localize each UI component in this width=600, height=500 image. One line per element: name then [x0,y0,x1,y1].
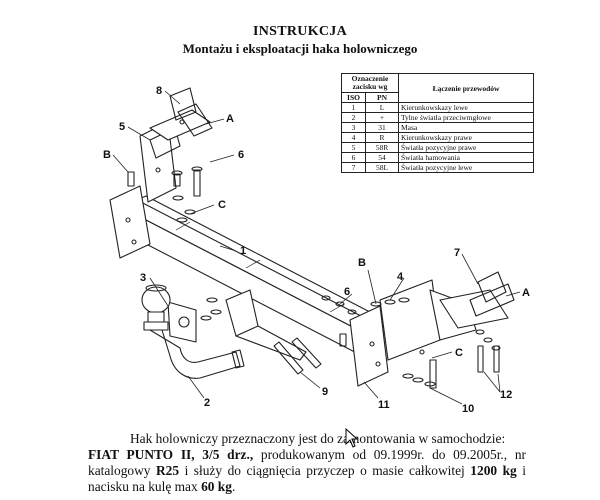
sentence-end: . [231,479,236,494]
catalog-number: R25 [156,463,180,478]
usage-text: i służy do ciągnięcia przyczep o masie c… [184,463,465,478]
top-left-plate-part [149,87,213,141]
callout-6-left: 6 [238,149,244,161]
callout-7: 7 [454,247,460,259]
callout-a-left: A [226,113,234,125]
callout-c-left: C [218,199,226,211]
tow-hitch-diagram: 8 A 5 B 6 C 1 3 2 9 B 6 4 7 A C 11 10 12 [103,85,530,415]
left-bracket-part [109,121,181,259]
description-line-1: Hak holowniczy przeznaczony jest do zamo… [130,431,506,446]
callout-4: 4 [397,271,404,283]
mouse-pointer-icon [345,428,359,448]
page-title: INSTRUKCJA [252,24,347,39]
car-model: FIAT PUNTO II, 3/5 drz., [88,447,254,462]
callout-1: 1 [240,245,246,257]
cell-desc: Światła pozycyjne lewe [398,162,534,173]
diagram-callouts: 8 A 5 B 6 C 1 3 2 9 B 6 4 7 A C 11 10 12 [103,85,530,415]
production-dates: produkowanym od 09.1999r. do 09.2005r., … [88,447,526,478]
callout-12: 12 [500,389,512,401]
callout-5: 5 [119,121,125,133]
top-right-plate-part [469,271,515,317]
tow-ball-part [141,284,245,379]
header-desc: Łączenie przewodów [398,73,534,103]
load-text: i nacisku na kulę max [88,463,526,494]
page-subtitle: Montażu i eksploatacji haka holowniczego [182,41,418,56]
callout-b-right: B [358,257,366,269]
callout-2: 2 [204,397,210,409]
callout-9: 9 [322,386,328,398]
description-body: FIAT PUNTO II, 3/5 drz., produkowanym od… [88,447,526,495]
bolts-part [127,166,501,389]
max-mass: 1200 kg [470,463,517,478]
callout-10: 10 [462,403,474,415]
callout-c-right: C [455,347,463,359]
product-description: Hak holowniczy przeznaczony jest do zamo… [88,431,526,495]
callout-a-right: A [522,287,530,299]
max-ball-load: 60 kg [201,479,232,494]
leader-lines [112,90,521,405]
ball-mount-part [167,289,307,361]
callout-6-right: 6 [344,286,350,298]
callout-11: 11 [378,399,390,411]
wiring-table: Oznaczenie zacisku wg Łączenie przewodów… [341,73,534,173]
callout-8: 8 [156,85,162,97]
callout-3: 3 [140,272,146,284]
callout-b-left: B [103,149,111,161]
